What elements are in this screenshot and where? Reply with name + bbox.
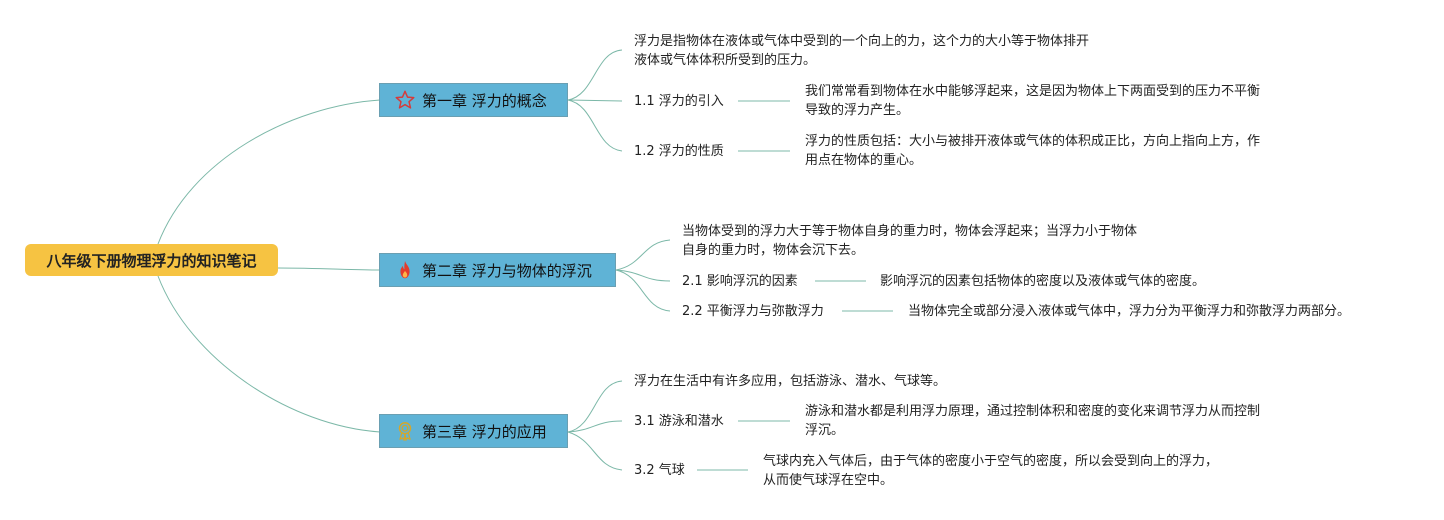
topic-1-2-label[interactable]: 1.2 浮力的性质 xyxy=(634,144,724,159)
topic-1-1-desc: 我们常常看到物体在水中能够浮起来，这是因为物体上下两面受到的压力不平衡 导致的浮… xyxy=(805,82,1260,120)
topic-3-1-desc: 游泳和潜水都是利用浮力原理，通过控制体积和密度的变化来调节浮力从而控制 浮沉。 xyxy=(805,402,1260,440)
topic-2-2-label[interactable]: 2.2 平衡浮力与弥散浮力 xyxy=(682,304,824,319)
desc-line: 浮力的性质包括：大小与被排开液体或气体的体积成正比，方向上指向上方，作 xyxy=(805,134,1261,149)
desc-line: 用点在物体的重心。 xyxy=(805,153,923,168)
desc-line: 影响浮沉的因素包括物体的密度以及液体或气体的密度。 xyxy=(880,274,1206,289)
chapter-2-node[interactable]: 第二章 浮力与物体的浮沉 xyxy=(379,253,616,287)
chapter-1-intro: 浮力是指物体在液体或气体中受到的一个向上的力，这个力的大小等于物体排开 液体或气… xyxy=(634,32,1089,70)
link-ch1-sub2 xyxy=(567,99,623,152)
fire-icon xyxy=(394,259,416,281)
topic-3-1-label[interactable]: 3.1 游泳和潜水 xyxy=(634,414,724,429)
link-ch3-intro xyxy=(567,380,623,433)
intro-line: 自身的重力时，物体会沉下去。 xyxy=(682,243,865,258)
intro-line: 浮力在生活中有许多应用，包括游泳、潜水、气球等。 xyxy=(634,374,947,389)
link-ch1-sub1 xyxy=(567,99,623,102)
topic-2-1-desc: 影响浮沉的因素包括物体的密度以及液体或气体的密度。 xyxy=(880,272,1205,291)
intro-line: 当物体受到的浮力大于等于物体自身的重力时，物体会浮起来；当浮力小于物体 xyxy=(682,224,1138,239)
chapter-3-title: 第三章 浮力的应用 xyxy=(422,422,547,441)
link-ch2-intro xyxy=(615,239,671,271)
desc-line: 浮沉。 xyxy=(805,423,845,438)
link-ch2-sub2 xyxy=(615,269,671,312)
desc-line: 我们常常看到物体在水中能够浮起来，这是因为物体上下两面受到的压力不平衡 xyxy=(805,84,1261,99)
topic-3-2-label[interactable]: 3.2 气球 xyxy=(634,463,685,478)
desc-line: 游泳和潜水都是利用浮力原理，通过控制体积和密度的变化来调节浮力从而控制 xyxy=(805,404,1261,419)
topic-2-2-desc: 当物体完全或部分浸入液体或气体中，浮力分为平衡浮力和弥散浮力两部分。 xyxy=(908,302,1350,321)
desc-line: 从而使气球浮在空中。 xyxy=(763,473,894,488)
chapter-3-intro: 浮力在生活中有许多应用，包括游泳、潜水、气球等。 xyxy=(634,372,946,391)
link-root-ch2 xyxy=(277,267,381,271)
star-icon xyxy=(394,89,416,111)
root-title: 八年级下册物理浮力的知识笔记 xyxy=(46,251,257,270)
intro-line: 浮力是指物体在液体或气体中受到的一个向上的力，这个力的大小等于物体排开 xyxy=(634,34,1090,49)
topic-1-1-label[interactable]: 1.1 浮力的引入 xyxy=(634,94,724,109)
medal-icon xyxy=(394,420,416,442)
chapter-2-intro: 当物体受到的浮力大于等于物体自身的重力时，物体会浮起来；当浮力小于物体 自身的重… xyxy=(682,222,1137,260)
chapter-2-title: 第二章 浮力与物体的浮沉 xyxy=(422,261,592,280)
topic-3-2-desc: 气球内充入气体后，由于气体的密度小于空气的密度，所以会受到向上的浮力， 从而使气… xyxy=(763,452,1218,490)
topic-2-1-label[interactable]: 2.1 影响浮沉的因素 xyxy=(682,274,798,289)
chapter-1-node[interactable]: 第一章 浮力的概念 xyxy=(379,83,568,117)
desc-line: 导致的浮力产生。 xyxy=(805,103,910,118)
desc-line: 气球内充入气体后，由于气体的密度小于空气的密度，所以会受到向上的浮力， xyxy=(763,454,1219,469)
root-topic[interactable]: 八年级下册物理浮力的知识笔记 xyxy=(25,244,278,276)
link-ch1-intro xyxy=(567,49,623,101)
desc-line: 当物体完全或部分浸入液体或气体中，浮力分为平衡浮力和弥散浮力两部分。 xyxy=(908,304,1351,319)
chapter-3-node[interactable]: 第三章 浮力的应用 xyxy=(379,414,568,448)
link-root-ch1 xyxy=(157,99,381,245)
intro-line: 液体或气体体积所受到的压力。 xyxy=(634,53,817,68)
link-ch3-sub1 xyxy=(567,420,623,433)
link-ch3-sub2 xyxy=(567,431,623,471)
chapter-1-title: 第一章 浮力的概念 xyxy=(422,91,547,110)
link-ch2-sub1 xyxy=(615,269,671,282)
topic-1-2-desc: 浮力的性质包括：大小与被排开液体或气体的体积成正比，方向上指向上方，作 用点在物… xyxy=(805,132,1260,170)
link-root-ch3 xyxy=(157,275,381,433)
